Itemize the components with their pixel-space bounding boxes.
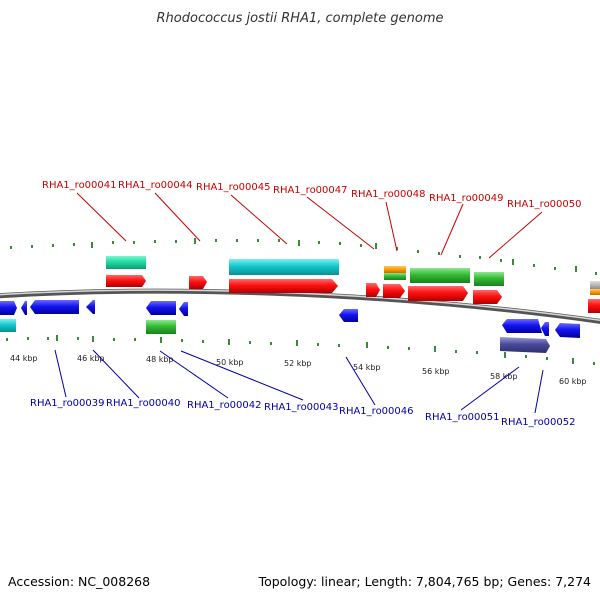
gene-feature[interactable]: [229, 259, 339, 275]
kbp-label: 46 kbp: [77, 354, 105, 363]
gene-feature[interactable]: [590, 289, 600, 295]
gene-feature[interactable]: [588, 299, 600, 313]
gene-feature[interactable]: [0, 319, 16, 332]
gene-label[interactable]: RHA1_ro00049: [429, 193, 504, 204]
accession-text: Accession: NC_008268: [8, 574, 150, 589]
gene-label[interactable]: RHA1_ro00044: [118, 180, 193, 191]
gene-feature[interactable]: [384, 273, 406, 280]
minus-strand-features: [0, 300, 580, 353]
gene-label[interactable]: RHA1_ro00039: [30, 398, 105, 409]
gene-feature[interactable]: [384, 266, 406, 273]
gene-feature[interactable]: [179, 302, 188, 316]
kbp-ruler-labels: 44 kbp 46 kbp 48 kbp 50 kbp 52 kbp 54 kb…: [10, 354, 587, 386]
gene-feature[interactable]: [383, 284, 405, 298]
gene-feature[interactable]: [500, 337, 550, 353]
gene-label[interactable]: RHA1_ro00045: [196, 182, 271, 193]
gene-label[interactable]: RHA1_ro00052: [501, 417, 576, 428]
lower-tick-row: [6, 335, 595, 365]
genome-backbone: [0, 288, 600, 324]
kbp-label: 50 kbp: [216, 358, 244, 367]
genome-title: Rhodococcus jostii RHA1, complete genome: [157, 11, 444, 26]
gene-label[interactable]: RHA1_ro00046: [339, 406, 414, 417]
gene-feature[interactable]: [555, 323, 580, 338]
gene-label[interactable]: RHA1_ro00043: [264, 402, 339, 413]
gene-feature[interactable]: [408, 286, 468, 301]
gene-label[interactable]: RHA1_ro00051: [425, 412, 500, 423]
gene-feature[interactable]: [86, 300, 95, 314]
kbp-label: 60 kbp: [559, 377, 587, 386]
kbp-label: 44 kbp: [10, 354, 38, 363]
kbp-label: 48 kbp: [146, 355, 174, 364]
upper-tick-row: [10, 238, 597, 275]
plus-gene-labels: RHA1_ro00041 RHA1_ro00044 RHA1_ro00045 R…: [42, 180, 582, 210]
gene-feature[interactable]: [21, 301, 27, 315]
gene-label[interactable]: RHA1_ro00041: [42, 180, 117, 191]
gene-feature[interactable]: [229, 279, 338, 293]
gene-feature[interactable]: [189, 276, 207, 289]
gene-label[interactable]: RHA1_ro00047: [273, 185, 348, 196]
gene-feature[interactable]: [0, 301, 17, 315]
minus-gene-labels: RHA1_ro00039 RHA1_ro00040 RHA1_ro00042 R…: [30, 398, 576, 428]
gene-feature[interactable]: [590, 281, 600, 289]
plus-strand-features: [106, 256, 600, 313]
gene-feature[interactable]: [146, 301, 176, 315]
plus-leader-lines: [76, 192, 543, 259]
kbp-label: 54 kbp: [353, 363, 381, 372]
gene-feature[interactable]: [366, 283, 380, 297]
topology-text: Topology: linear; Length: 7,804,765 bp; …: [258, 574, 591, 589]
gene-feature[interactable]: [106, 275, 146, 287]
gene-feature[interactable]: [474, 272, 504, 286]
kbp-label: 56 kbp: [422, 367, 450, 376]
gene-label[interactable]: RHA1_ro00040: [106, 398, 181, 409]
gene-feature[interactable]: [473, 290, 502, 304]
gene-feature[interactable]: [502, 319, 542, 333]
gene-feature[interactable]: [410, 268, 470, 283]
gene-label[interactable]: RHA1_ro00042: [187, 400, 262, 411]
gene-feature[interactable]: [541, 322, 549, 336]
gene-feature[interactable]: [30, 300, 79, 314]
gene-label[interactable]: RHA1_ro00050: [507, 199, 582, 210]
kbp-label: 58 kbp: [490, 372, 518, 381]
gene-feature[interactable]: [146, 320, 176, 334]
kbp-label: 52 kbp: [284, 359, 312, 368]
minus-leader-lines: [54, 349, 544, 414]
gene-feature[interactable]: [106, 256, 146, 269]
gene-feature[interactable]: [339, 309, 358, 322]
gene-label[interactable]: RHA1_ro00048: [351, 189, 426, 200]
